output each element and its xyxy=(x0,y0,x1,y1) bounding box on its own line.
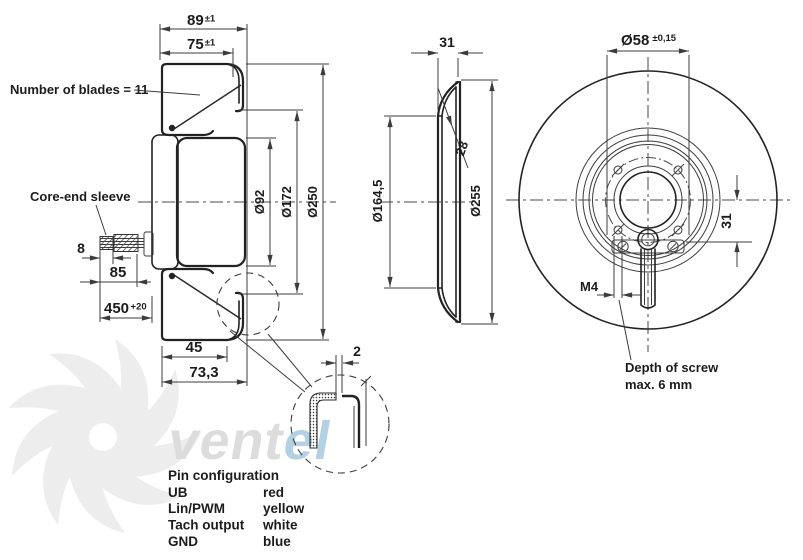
dim-89: 89±1 xyxy=(159,12,248,386)
bolt-circle xyxy=(605,157,691,243)
dim-450-label: 450+20 xyxy=(104,300,147,317)
hem-detail-view: 2 xyxy=(229,330,390,474)
dim-85: 85 xyxy=(80,254,151,287)
dim-450: 450+20 xyxy=(100,296,153,323)
cable-and-sleeves xyxy=(99,231,154,257)
dim-2-label: 2 xyxy=(353,343,361,359)
dim-89-label: 89±1 xyxy=(187,12,216,29)
detail-cone-line xyxy=(229,330,306,393)
cable-bracket xyxy=(611,228,752,309)
rear-circles xyxy=(518,70,778,330)
dim-8: 8 xyxy=(77,240,131,322)
dim-d58-label: Ø58±0,15 xyxy=(621,32,677,49)
fan-blades-watermark xyxy=(8,339,202,534)
pin-name: Lin/PWM xyxy=(168,501,225,516)
rear-view: Ø58±0,15 31 M4 Depth of screw max. 6 mm xyxy=(506,32,793,392)
dim-28: 28 xyxy=(437,87,471,169)
dim-45-label: 45 xyxy=(186,339,203,356)
dim-d92-label: Ø92 xyxy=(252,190,267,215)
dim-d172: Ø172 xyxy=(238,109,303,295)
side-view: Number of blades = 11 Core-end sleeve 89… xyxy=(10,12,336,387)
detail-cone-line xyxy=(267,333,313,388)
dim-d172-label: Ø172 xyxy=(279,186,294,218)
dim-d255-label: Ø255 xyxy=(468,185,483,217)
pin-wire-color: blue xyxy=(263,534,291,549)
blades-label: Number of blades = 11 xyxy=(10,82,148,97)
dim-28-label: 28 xyxy=(452,139,471,158)
dim-d58: Ø58±0,15 xyxy=(606,32,690,235)
pin-config-title: Pin configuration xyxy=(168,468,279,483)
dim-73-3: 73,3 xyxy=(162,364,247,385)
pin-row: Lin/PWM yellow xyxy=(168,501,305,516)
core-end-sleeve-ferrules xyxy=(99,236,114,250)
pin-row: Tach output white xyxy=(168,518,298,533)
inlet-ring-profile xyxy=(436,80,462,324)
dim-73-3-label: 73,3 xyxy=(189,364,218,381)
dim-d250-label: Ø250 xyxy=(305,186,320,218)
hem-profile xyxy=(309,355,372,449)
dim-75: 75±1 xyxy=(160,36,234,77)
brand-watermark: ventel xyxy=(164,410,337,471)
sleeve-leader xyxy=(95,204,107,236)
mounting-holes xyxy=(611,163,685,237)
dim-31-ring: 31 xyxy=(411,34,483,110)
pin-row: GND blue xyxy=(168,534,291,549)
core-end-sleeve-label: Core-end sleeve xyxy=(30,189,130,204)
depth-note-line2: max. 6 mm xyxy=(625,377,692,392)
dim-d164-5-label: Ø164,5 xyxy=(370,180,385,223)
pin-wire-color: white xyxy=(262,518,298,533)
dim-2: 2 xyxy=(321,343,361,366)
dim-45: 45 xyxy=(161,339,228,387)
pin-row: UB red xyxy=(168,485,284,500)
dim-31-rear-label: 31 xyxy=(718,213,734,229)
depth-of-screw-note: Depth of screw max. 6 mm xyxy=(618,299,719,392)
pin-name: GND xyxy=(168,534,198,549)
dim-75-label: 75±1 xyxy=(187,36,216,53)
pin-wire-color: yellow xyxy=(263,501,305,516)
depth-note-line1: Depth of screw xyxy=(625,360,719,375)
pin-name: Tach output xyxy=(168,518,245,533)
dim-d250: Ø250 xyxy=(246,63,329,341)
dim-8-label: 8 xyxy=(77,240,85,256)
dim-d92: Ø92 xyxy=(246,137,276,267)
dim-d255: Ø255 xyxy=(461,79,498,325)
dim-d164-5: Ø164,5 xyxy=(370,115,436,289)
dim-m4: M4 xyxy=(580,236,641,298)
inlet-ring-view: 31 28 Ø164,5 Ø255 xyxy=(370,34,498,325)
detail-view-circle xyxy=(290,374,390,474)
dim-m4-label: M4 xyxy=(580,279,599,294)
detail-marker-circle xyxy=(216,272,280,336)
dim-31-ring-label: 31 xyxy=(439,34,455,50)
watermark: ventel xyxy=(8,339,337,534)
dim-31-rear: 31 xyxy=(718,175,740,267)
dim-85-label: 85 xyxy=(110,264,127,281)
pin-wire-color: red xyxy=(263,485,284,500)
pin-configuration: Pin configuration UB red Lin/PWM yellow … xyxy=(168,468,305,549)
blades-leader xyxy=(133,89,201,96)
pin-name: UB xyxy=(168,485,188,500)
motor xyxy=(151,134,247,270)
cable-braid xyxy=(113,234,139,252)
